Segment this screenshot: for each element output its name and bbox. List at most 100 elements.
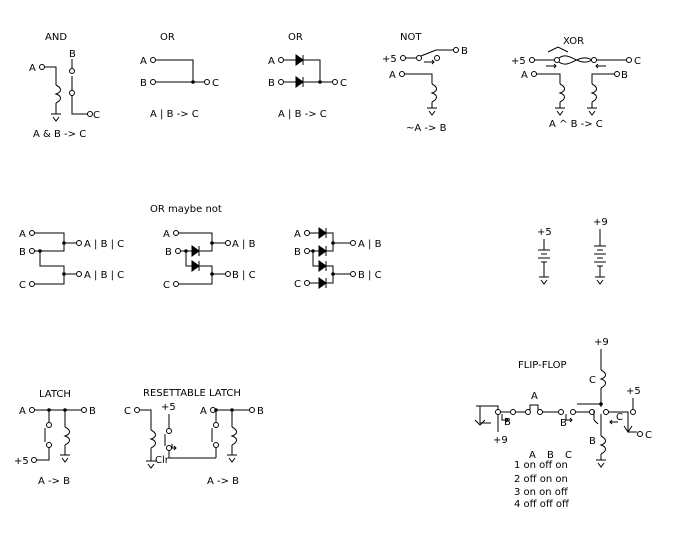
omn2-pin-b	[175, 248, 181, 254]
or-diode-pin-a	[278, 57, 284, 63]
ff-label-a: A	[531, 391, 538, 402]
omn2-label-bc: B | C	[232, 270, 256, 281]
xor-relay-coil-b	[590, 83, 597, 103]
omn2-diode-upper	[191, 245, 200, 257]
latch-pin-a	[29, 407, 35, 413]
or-relay-junction	[191, 80, 195, 84]
xor-label-plus5: +5	[511, 56, 526, 67]
omn2-pin-out-top	[225, 240, 231, 246]
omn3-wire-a	[309, 232, 350, 244]
omn1-wire-c	[34, 274, 65, 285]
omn3-label-a: A	[294, 229, 301, 240]
or-diode-diode-b	[295, 76, 304, 88]
ff-contact-a-mid	[525, 409, 531, 415]
reslatch-label-clr: Clr	[155, 455, 170, 466]
battery-9v-symbol	[594, 229, 606, 285]
omn3-pin-out-top	[350, 240, 356, 246]
truth-table-row: 4 off off off	[514, 499, 570, 510]
latch-circuit: LATCH A B +5 A -> B	[14, 389, 96, 487]
omn3-label-b: B	[294, 247, 301, 258]
omn3-wire-b-lower	[312, 251, 350, 275]
and-wire-c	[71, 95, 88, 115]
or-diode-label-b: B	[268, 78, 275, 89]
omn1-label-abc-top: A | B | C	[84, 239, 124, 250]
reslatch-spring-marker	[171, 444, 177, 451]
or-maybe-not-heading: OR maybe not	[150, 204, 222, 215]
xor-pin-plus5	[529, 57, 535, 63]
resettable-latch-heading: RESETTABLE LATCH	[143, 388, 241, 399]
or-wire-circuit: OR A B C A | B -> C	[140, 32, 219, 120]
and-pin-c	[87, 111, 93, 117]
not-switch-arm	[420, 49, 454, 57]
or-diode-circuit: OR A B C A | B -> C	[268, 32, 347, 120]
ff-label-coil-c: C	[589, 375, 596, 386]
not-relay-circuit: NOT +5 B A ~A -> B	[382, 32, 468, 134]
reslatch-label-plus5: +5	[161, 402, 176, 413]
xor-pin-b	[614, 71, 620, 77]
ff-contact-b-left	[495, 409, 501, 415]
omn1-wire-a	[34, 232, 76, 244]
reslatch-relay-coil-clr	[149, 429, 156, 449]
latch-contact-top	[46, 422, 52, 428]
or-relay-pin-c	[204, 79, 210, 85]
omn3-diode-b-upper	[318, 245, 327, 257]
ff-ground-b	[596, 454, 606, 468]
or-relay-label-a: A	[140, 56, 147, 67]
battery-9v-label: +9	[593, 217, 608, 228]
xor-switch-cross-1	[558, 55, 593, 63]
omn3-pin-c	[304, 280, 310, 286]
ff-spring-b-left	[501, 414, 509, 423]
omn1-label-b: B	[19, 247, 26, 258]
omn2-pin-c	[173, 281, 179, 287]
omn2-label-c: C	[163, 280, 170, 291]
ff-label-c-switch: C	[616, 412, 623, 423]
and-ground-symbol	[51, 103, 61, 122]
or-diode-junction	[318, 80, 322, 84]
not-contact-right	[434, 55, 440, 61]
omn1-label-a: A	[19, 229, 26, 240]
ff-label-c-out: C	[645, 430, 652, 441]
reslatch-pin-b	[249, 407, 255, 413]
omn3-pin-a	[304, 230, 310, 236]
xor-bridge-marker	[547, 46, 569, 53]
omn3-diode-b-lower	[318, 260, 327, 272]
omn2-label-a: A	[163, 229, 170, 240]
battery-5v-symbol	[538, 239, 550, 285]
or-relay-label-c: C	[212, 78, 219, 89]
xor-wire-a	[536, 73, 561, 84]
xor-spring-marker-left	[546, 63, 557, 69]
latch-label-plus5: +5	[14, 456, 29, 467]
not-pin-b	[453, 47, 459, 53]
xor-pin-c	[626, 57, 632, 63]
not-relay-coil	[430, 83, 437, 103]
ff-contact-b-right	[570, 409, 576, 415]
xor-relay-coil-a	[558, 83, 565, 103]
not-label-b: B	[461, 46, 468, 57]
omn2-label-ab: A | B	[232, 239, 256, 250]
omn3-wire-c	[309, 274, 334, 284]
ff-wire-c-right	[608, 411, 629, 419]
omn3-diode-a	[318, 227, 327, 239]
xor-formula: A ^ B -> C	[549, 119, 603, 130]
omn3-diode-c	[318, 277, 327, 289]
latch-pin-b	[81, 407, 87, 413]
or-relay-pin-b	[150, 79, 156, 85]
omn3-label-c: C	[294, 279, 301, 290]
latch-heading: LATCH	[39, 389, 71, 400]
reslatch-ground-clr	[146, 448, 156, 469]
or-relay-wire-a	[155, 59, 194, 82]
and-contact-top	[69, 68, 75, 74]
reslatch-ground	[227, 445, 237, 463]
or-relay-formula: A | B -> C	[150, 109, 199, 120]
reslatch-relay-coil	[230, 426, 237, 446]
latch-label-a: A	[19, 406, 26, 417]
xor-spring-marker-right	[595, 63, 606, 69]
omn1-pin-a	[29, 230, 35, 236]
ff-wire-left-loop	[479, 406, 491, 424]
reslatch-formula: A -> B	[207, 476, 239, 487]
xor-switch-cross-2	[558, 57, 593, 65]
omn1-junction-b	[38, 249, 42, 253]
ff-contact-plus5	[630, 409, 636, 415]
ff-switch-c-arm	[593, 410, 599, 425]
